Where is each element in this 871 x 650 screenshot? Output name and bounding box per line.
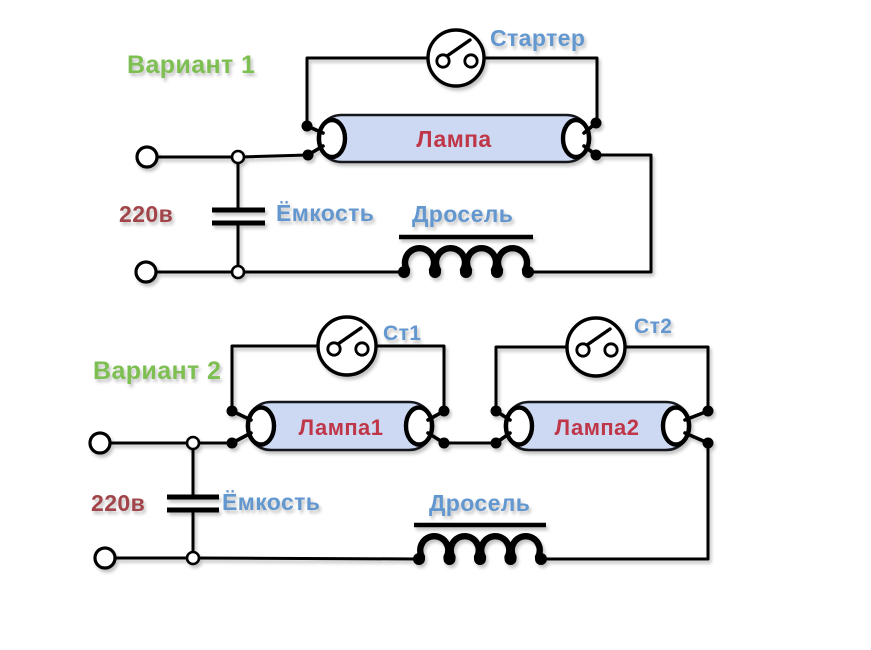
coil-foot-dot (443, 553, 456, 565)
coil-foot-dot (504, 553, 517, 565)
v2-starter2-label: Ст2 (634, 315, 672, 338)
pin-dot (302, 149, 314, 161)
pin-dot (301, 120, 313, 132)
pin-dot (226, 437, 238, 449)
variant1-title: Вариант 1 (127, 51, 255, 79)
starter-contact-left (435, 53, 451, 69)
v2-starter2-symbol (565, 316, 627, 378)
v2-starter2-wire-right (623, 345, 710, 413)
v2-starter2-wire-left (494, 345, 569, 413)
v2-voltage-label: 220в (91, 490, 145, 516)
v2-lamp2-symbol (490, 400, 714, 452)
choke-coil-turn (478, 533, 513, 561)
coil-foot-dot (474, 553, 486, 565)
v1-choke-label: Дросель (412, 201, 513, 227)
v2-capacitor-symbol (167, 441, 219, 560)
coil-foot-dot (460, 266, 472, 278)
starter-contact-left (575, 342, 591, 358)
choke-coil-turn (401, 244, 438, 274)
v1-capacitor-label: Ёмкость (276, 200, 374, 226)
v2-lamp2-label: Лампа2 (555, 415, 640, 440)
v2-lamp1-symbol (226, 400, 450, 452)
lamp-electrode-left (316, 117, 348, 160)
v1-lamp-symbol (301, 113, 602, 164)
v2-choke-symbol (413, 522, 547, 565)
v2-choke-label: Дросель (429, 490, 530, 516)
variant2-circuit: Вариант 2 Ст1 Ст2 (88, 315, 714, 570)
pin-dot (590, 117, 602, 129)
coil-foot-dot (535, 553, 547, 565)
choke-coil-turn (432, 244, 469, 274)
choke-coil-turn (508, 533, 543, 561)
choke-coil-turn (494, 244, 531, 274)
coil-foot-dot (429, 266, 441, 278)
variant2-title: Вариант 2 (93, 357, 221, 385)
v1-junction-top (230, 149, 246, 165)
variant1-circuit: Вариант 1 Стартер 220в (119, 25, 653, 284)
pin-dot (226, 405, 238, 417)
v2-return-wire (539, 441, 710, 561)
v2-starter1-wire-left (230, 344, 320, 413)
v1-starter-symbol (426, 28, 486, 88)
v1-terminal-bottom (134, 260, 158, 284)
v2-terminal-top (88, 431, 112, 455)
coil-foot-dot (413, 553, 425, 565)
v1-return-wire (526, 153, 653, 274)
v2-starter1-label: Ст1 (383, 322, 421, 345)
v1-starter-wire-right (482, 56, 599, 125)
v2-supply-wire-bottom (103, 556, 421, 561)
choke-coil-turn (463, 244, 500, 274)
starter-circle (426, 28, 486, 88)
starter-contact-right (463, 53, 479, 69)
lamp-electrode-right (660, 405, 692, 447)
pin-dot (490, 405, 502, 417)
v2-capacitor-label: Ёмкость (222, 489, 320, 515)
lamp-electrode-left (503, 405, 535, 447)
starter-contact-right (354, 341, 370, 357)
pin-dot (490, 437, 502, 449)
starter-lever (585, 327, 612, 347)
v1-supply-wire-top (145, 153, 310, 159)
v1-voltage-label: 220в (119, 201, 173, 227)
v1-starter-label: Стартер (490, 25, 585, 51)
v1-lamp-label: Лампа (416, 126, 491, 152)
choke-coil-turn (447, 533, 482, 561)
coil-foot-dot (522, 266, 534, 278)
choke-coil-turn (417, 533, 452, 561)
pin-dot (702, 405, 714, 417)
lamp-electrode-right (560, 117, 592, 160)
v2-starter1-wire-right (374, 344, 446, 413)
starter-circle (316, 315, 378, 377)
v2-junction-top (185, 435, 201, 451)
starter-lever (336, 326, 363, 346)
lamp-electrode-right (403, 405, 435, 447)
v2-starter1-symbol (316, 315, 378, 377)
lamp-electrode-left (245, 405, 277, 447)
coil-foot-dot (491, 266, 503, 278)
starter-contact-right (603, 342, 619, 358)
v1-choke-symbol (398, 234, 534, 278)
starter-lever (445, 38, 472, 58)
v1-starter-wire-left (305, 56, 430, 128)
pin-dot (438, 405, 450, 417)
v1-terminal-top (135, 145, 159, 169)
starter-circle (565, 316, 627, 378)
starter-contact-left (326, 341, 342, 357)
v2-junction-bottom (185, 550, 201, 566)
v1-junction-bottom (230, 264, 246, 280)
v2-terminal-bottom (93, 546, 117, 570)
coil-foot-dot (398, 266, 410, 278)
v1-capacitor-symbol (212, 155, 265, 274)
v2-lamp1-label: Лампа1 (299, 415, 384, 440)
